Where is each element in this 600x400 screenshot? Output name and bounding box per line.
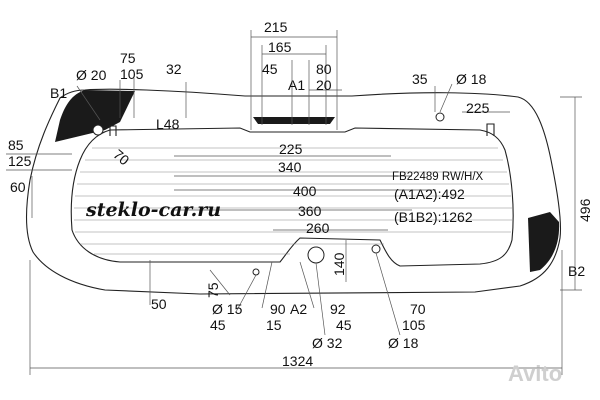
dim-400: 400	[293, 183, 317, 199]
dim-45-bottom-left: 45	[210, 317, 226, 333]
glass-outline	[26, 88, 562, 295]
dim-45-top: 45	[262, 61, 278, 77]
dimension-lines	[6, 30, 582, 375]
part-number: FB22489 RW/H/X	[392, 171, 484, 183]
label-a2: A2	[290, 301, 307, 317]
dim-diam-32: Ø 32	[312, 335, 343, 351]
dim-75-bottom: 75	[205, 282, 221, 298]
dim-l48: L48	[156, 116, 180, 132]
dim-215: 215	[264, 19, 288, 35]
dim-1324: 1324	[282, 353, 313, 369]
dim-70-left: 70	[110, 146, 132, 168]
dim-70-bottom: 70	[410, 301, 426, 317]
dim-60: 60	[10, 179, 26, 195]
dim-260: 260	[306, 220, 330, 236]
dim-diam-18-bottom: Ø 18	[388, 335, 419, 351]
dim-85: 85	[8, 137, 24, 153]
dim-35: 35	[412, 71, 428, 87]
dim-20-top: 20	[316, 77, 332, 93]
dim-496: 496	[577, 198, 593, 222]
dim-80: 80	[316, 61, 332, 77]
dim-125: 125	[8, 153, 32, 169]
label-b1: B1	[50, 85, 67, 101]
watermark: steklo-car.ru	[85, 199, 221, 221]
dim-45-bottom-right: 45	[336, 317, 352, 333]
dark-band-top-left	[55, 90, 135, 142]
hole-bottom-large	[307, 246, 325, 264]
hole-bottom-left	[252, 268, 260, 276]
holes	[92, 112, 495, 276]
hole-right-top	[435, 112, 445, 122]
hole-bottom-right	[371, 244, 381, 254]
dim-105-bottom: 105	[402, 317, 426, 333]
clip-left	[109, 125, 117, 136]
hole-left	[92, 124, 104, 136]
brake-light-slot	[253, 117, 335, 124]
dim-165: 165	[268, 39, 292, 55]
dim-360: 360	[298, 203, 322, 219]
info-b1b2: (B1B2):1262	[394, 209, 473, 225]
dim-diam-20: Ø 20	[76, 67, 107, 83]
label-a1: A1	[288, 77, 305, 93]
dim-50: 50	[151, 296, 167, 312]
dim-diam-15: Ø 15	[212, 301, 243, 317]
dim-225-right: 225	[466, 100, 490, 116]
dim-15: 15	[266, 317, 282, 333]
dim-340: 340	[278, 159, 302, 175]
heating-lines	[74, 147, 512, 255]
dim-225: 225	[279, 141, 303, 157]
dim-140: 140	[331, 252, 347, 276]
dim-90: 90	[270, 301, 286, 317]
avito-logo: Avito	[508, 361, 562, 386]
dim-105-left: 105	[120, 66, 144, 82]
info-a1a2: (A1A2):492	[394, 186, 465, 202]
dim-75-left: 75	[120, 50, 136, 66]
dim-32: 32	[166, 61, 182, 77]
label-b2: B2	[568, 263, 585, 279]
clip-right	[486, 123, 495, 136]
dim-92: 92	[330, 301, 346, 317]
dim-diam-18-top: Ø 18	[456, 71, 487, 87]
dark-band-right	[528, 212, 560, 272]
